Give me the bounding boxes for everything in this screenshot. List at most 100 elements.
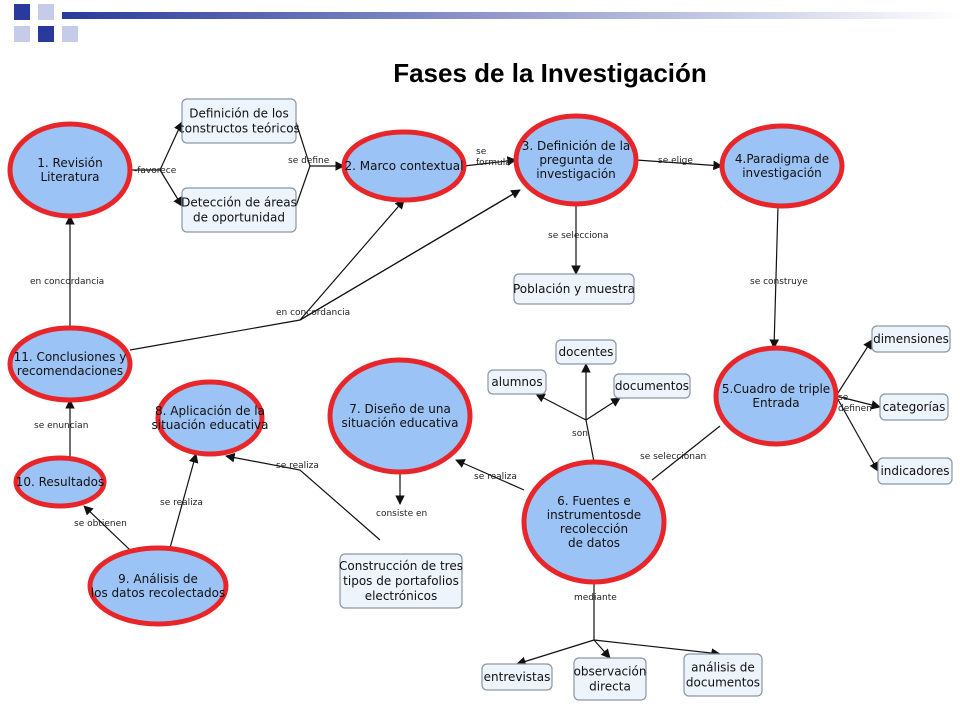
header-decoration xyxy=(14,4,960,42)
connector xyxy=(463,156,517,167)
connector xyxy=(455,459,525,491)
connector xyxy=(169,453,199,549)
link-label-line: se realiza xyxy=(160,498,203,508)
label-line: alumnos xyxy=(491,375,542,389)
label-line: entrevistas xyxy=(484,670,551,684)
connector xyxy=(593,639,721,658)
label-line: 3. Definición de la xyxy=(522,139,631,153)
label-line: tipos de portafolios xyxy=(343,574,459,588)
concept-box-shape xyxy=(683,653,763,697)
connector xyxy=(130,121,183,171)
connector xyxy=(651,425,721,481)
link-label-se-define: se define xyxy=(288,156,330,166)
concept-box-documentos[interactable]: documentos xyxy=(613,373,691,399)
concept-box-dimensiones[interactable]: dimensiones xyxy=(871,325,951,353)
link-label-line: se realiza xyxy=(276,461,319,471)
link-label-consiste-en: consiste en xyxy=(376,509,427,519)
connector xyxy=(593,639,611,659)
label-line: docentes xyxy=(559,345,614,359)
label-line: dimensiones xyxy=(873,332,949,346)
concept-box-entrevistas[interactable]: entrevistas xyxy=(481,663,553,691)
concept-box-docentes[interactable]: docentes xyxy=(555,339,617,365)
link-label-line: se enuncian xyxy=(34,421,88,431)
phase-ellipse xyxy=(13,455,107,509)
link-label-son: son xyxy=(572,429,588,439)
connector xyxy=(835,339,873,397)
deco-square xyxy=(14,26,30,42)
link-label-line: formula xyxy=(476,158,511,168)
concept-box-shape xyxy=(513,273,635,305)
label-line: pregunta de xyxy=(539,153,612,167)
label-line: Detección de áreas xyxy=(181,196,297,210)
link-label-line: se xyxy=(838,393,849,403)
concept-box-indicadores[interactable]: indicadores xyxy=(877,457,953,485)
link-label-en-concordancia-2: en concordancia xyxy=(276,308,350,318)
connector xyxy=(299,189,521,321)
label-line: observación xyxy=(574,665,647,679)
phase-10-resultados[interactable]: 10. Resultados xyxy=(13,455,107,509)
label-line: Entrada xyxy=(752,396,799,410)
concept-box-shape xyxy=(613,373,691,399)
link-label-line: mediante xyxy=(574,593,617,603)
label-line: de oportunidad xyxy=(193,211,285,225)
label-line: los datos recolectados xyxy=(91,586,225,600)
link-label-line: en concordancia xyxy=(276,308,350,318)
label-line: electrónicos xyxy=(365,589,438,603)
link-label-line: se construye xyxy=(750,277,808,287)
connector xyxy=(635,159,723,171)
page-title: Fases de la Investigación xyxy=(393,58,707,88)
connector xyxy=(585,419,595,463)
connector xyxy=(159,169,183,207)
link-label-line: definen xyxy=(838,404,872,414)
phase-ellipse xyxy=(87,545,229,627)
label-line: situación educativa xyxy=(152,418,269,432)
phase-ellipse xyxy=(7,325,133,403)
concept-box-poblacion[interactable]: Población y muestra xyxy=(513,273,635,305)
phase-ellipse xyxy=(155,379,265,457)
link-label-se-elige: se elige xyxy=(658,156,693,166)
label-line: 6. Fuentes e xyxy=(557,494,631,508)
label-line: 2. Marco contextual xyxy=(345,159,464,173)
link-label-favorece: -favorece xyxy=(134,166,177,176)
label-line: 7. Diseño de una xyxy=(349,402,451,416)
link-label-line: se define xyxy=(288,156,330,166)
link-label-mediante: mediante xyxy=(574,593,617,603)
deco-bar xyxy=(62,12,960,19)
connector xyxy=(535,393,587,421)
label-line: situación educativa xyxy=(342,416,459,430)
label-line: indicadores xyxy=(880,464,949,478)
phase-6-fuentes-instrumentos[interactable]: 6. Fuentes einstrumentosderecolecciónde … xyxy=(521,459,667,585)
label-line: categorías xyxy=(883,400,946,414)
label-line: Construcción de tres xyxy=(339,559,463,573)
link-label-se-realiza-7: se realiza xyxy=(276,461,319,471)
concept-box-alumnos[interactable]: alumnos xyxy=(487,369,547,395)
connector xyxy=(835,395,881,410)
concept-box-categorias[interactable]: categorías xyxy=(879,393,949,421)
link-label-line: -favorece xyxy=(134,166,177,176)
link-label-se-obtienen: se obtienen xyxy=(74,519,127,529)
label-line: Población y muestra xyxy=(513,282,635,296)
link-label-line: se xyxy=(476,147,487,157)
link-label-line: son xyxy=(572,429,588,439)
phase-2-marco-contextual[interactable]: 2. Marco contextual xyxy=(341,129,467,203)
concept-box-shape xyxy=(879,393,949,421)
link-label-se-construye: se construye xyxy=(750,277,808,287)
label-line: investigación xyxy=(742,166,822,180)
